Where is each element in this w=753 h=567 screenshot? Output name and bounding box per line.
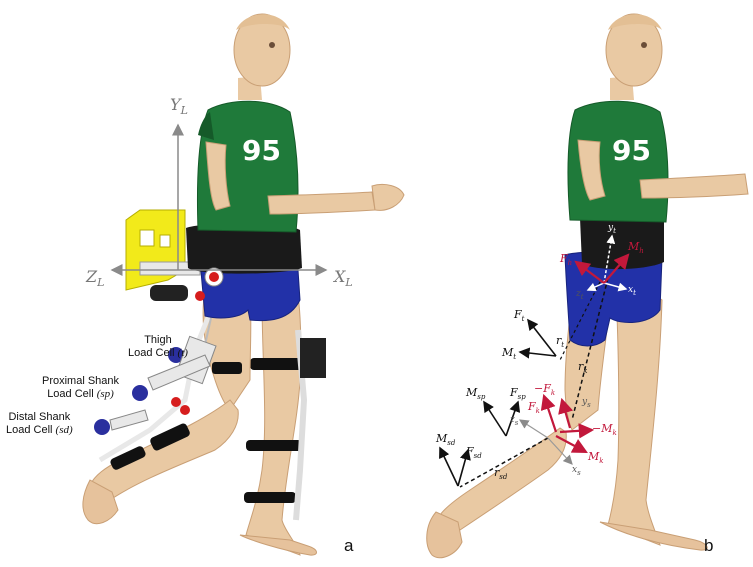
axis-x-label: XL xyxy=(332,267,353,289)
label-x-s: xs xyxy=(572,465,581,477)
label-M-t: Mt xyxy=(501,346,516,361)
label-M-sp: Msp xyxy=(465,386,486,401)
thigh-load-cell-label: Thigh Load Cell (t) xyxy=(128,334,188,360)
thigh-load-cell-line1: Thigh xyxy=(128,334,188,347)
proximal-shank-load-cell-label: Proximal Shank Load Cell (sp) xyxy=(42,375,119,401)
thigh-load-cell-line2: Load Cell (t) xyxy=(128,347,188,360)
stance-leg-a xyxy=(240,295,326,555)
proximal-shank-load-cell-line1: Proximal Shank xyxy=(42,375,119,388)
knee-actuator-a xyxy=(300,338,326,378)
distal-shank-load-cell-label: Distal Shank Load Cell (sd) xyxy=(6,411,73,437)
label-neg-F-k: −Fk xyxy=(534,382,555,397)
distal-shank-load-cell-line2: Load Cell (sd) xyxy=(6,424,73,437)
label-F-sp: Fsp xyxy=(509,386,526,401)
jersey-number-b: 95 xyxy=(612,134,651,167)
hip-actuator-a xyxy=(150,285,188,301)
proximal-shank-load-cell-line2: Load Cell (sp) xyxy=(42,388,119,401)
jersey-number-a: 95 xyxy=(242,134,281,167)
distal-shank-load-cell-line1: Distal Shank xyxy=(6,411,73,424)
label-r-t: rt xyxy=(556,334,564,349)
load-cell-distal-shank xyxy=(94,410,148,435)
label-M-k: Mk xyxy=(587,450,604,465)
strap-a3 xyxy=(244,492,296,503)
axis-z-label: ZL xyxy=(85,267,104,289)
arm-a xyxy=(268,192,375,214)
label-F-sd: Fsd xyxy=(465,445,482,460)
strap-a2 xyxy=(246,440,302,451)
axis-y-label: YL xyxy=(170,95,188,117)
swing-leg-a xyxy=(83,290,251,524)
label-F-t: Ft xyxy=(513,308,525,323)
panel-b: 95 xyxy=(427,14,748,558)
panel-letter-a: a xyxy=(344,536,353,556)
panel-letter-b: b xyxy=(704,536,713,556)
panel-a: 95 YL ZL XL xyxy=(83,14,404,555)
label-F-k: Fk xyxy=(527,400,540,415)
label-M-sd: Msd xyxy=(435,432,456,447)
load-cell-proximal-shank xyxy=(132,355,210,415)
label-neg-M-k: −Mk xyxy=(592,422,617,437)
